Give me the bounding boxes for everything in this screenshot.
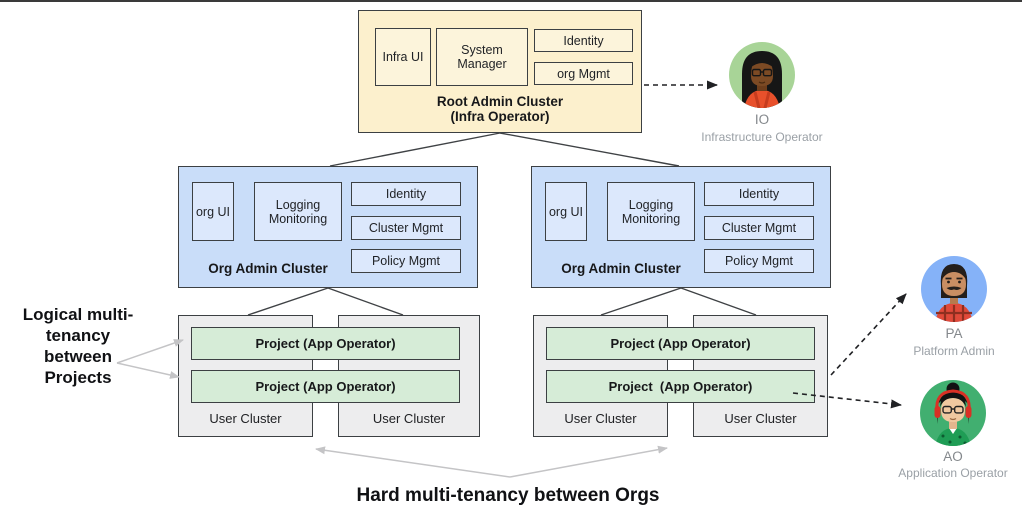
io-persona-id: IO xyxy=(754,112,770,127)
pa-persona-id: PA xyxy=(945,326,963,341)
user-cluster-label: User Cluster xyxy=(372,411,446,426)
io-avatar-icon xyxy=(729,42,795,108)
org-component-policy-mgmt: Policy Mgmt xyxy=(704,249,814,273)
org-component-cluster-mgmt: Cluster Mgmt xyxy=(704,216,814,240)
hard-arrow-right xyxy=(509,445,668,478)
org-component-logging-monitoring: Logging Monitoring xyxy=(254,182,342,241)
root-cluster-label: Root Admin Cluster (Infra Operator) xyxy=(359,94,641,124)
org-component-policy-mgmt: Policy Mgmt xyxy=(351,249,461,273)
project-bar: Project (App Operator) xyxy=(191,327,460,360)
root-component-infra-ui: Infra UI xyxy=(375,28,431,86)
pa-avatar-icon xyxy=(921,256,987,322)
ao-persona-role: Application Operator xyxy=(898,466,1008,480)
org-component-cluster-mgmt: Cluster Mgmt xyxy=(351,216,461,240)
org-admin-cluster-box-left: org UI Logging Monitoring Identity Clust… xyxy=(178,166,478,288)
org-component-org-ui: org UI xyxy=(545,182,587,241)
user-cluster-label: User Cluster xyxy=(209,411,282,426)
hard-arrow-left xyxy=(315,446,511,478)
project-bar: Project (App Operator) xyxy=(546,327,815,360)
org-component-org-ui: org UI xyxy=(192,182,234,241)
user-cluster-label: User Cluster xyxy=(564,411,637,426)
org-component-logging-monitoring: Logging Monitoring xyxy=(607,182,695,241)
ao-persona-id: AO xyxy=(943,449,963,464)
org-admin-cluster-box-right: org UI Logging Monitoring Identity Clust… xyxy=(531,166,831,288)
annotation-logical-multitenancy: Logical multi-tenancy between Projects xyxy=(22,305,134,387)
pa-dashed-arrow xyxy=(830,293,907,376)
root-cluster-label-line1: Root Admin Cluster xyxy=(436,94,564,109)
top-border-line xyxy=(0,0,1022,2)
annotation-hard-multitenancy: Hard multi-tenancy between Orgs xyxy=(356,485,660,506)
project-bar: Project (App Operator) xyxy=(191,370,460,403)
root-component-identity: Identity xyxy=(534,29,633,52)
org-cluster-label: Org Admin Cluster xyxy=(208,261,328,276)
root-component-org-mgmt: org Mgmt xyxy=(534,62,633,85)
root-admin-cluster-box: Infra UI System Manager Identity org Mgm… xyxy=(358,10,642,133)
project-bar: Project (App Operator) xyxy=(546,370,815,403)
ao-avatar-icon xyxy=(920,380,986,446)
org-component-identity: Identity xyxy=(704,182,814,206)
org-component-identity: Identity xyxy=(351,182,461,206)
io-persona-role: Infrastructure Operator xyxy=(701,130,823,144)
org-cluster-label: Org Admin Cluster xyxy=(561,261,681,276)
root-component-system-manager: System Manager xyxy=(436,28,528,86)
pa-persona-role: Platform Admin xyxy=(913,344,995,358)
user-cluster-label: User Cluster xyxy=(724,411,797,426)
root-cluster-label-line2: (Infra Operator) xyxy=(450,109,550,124)
